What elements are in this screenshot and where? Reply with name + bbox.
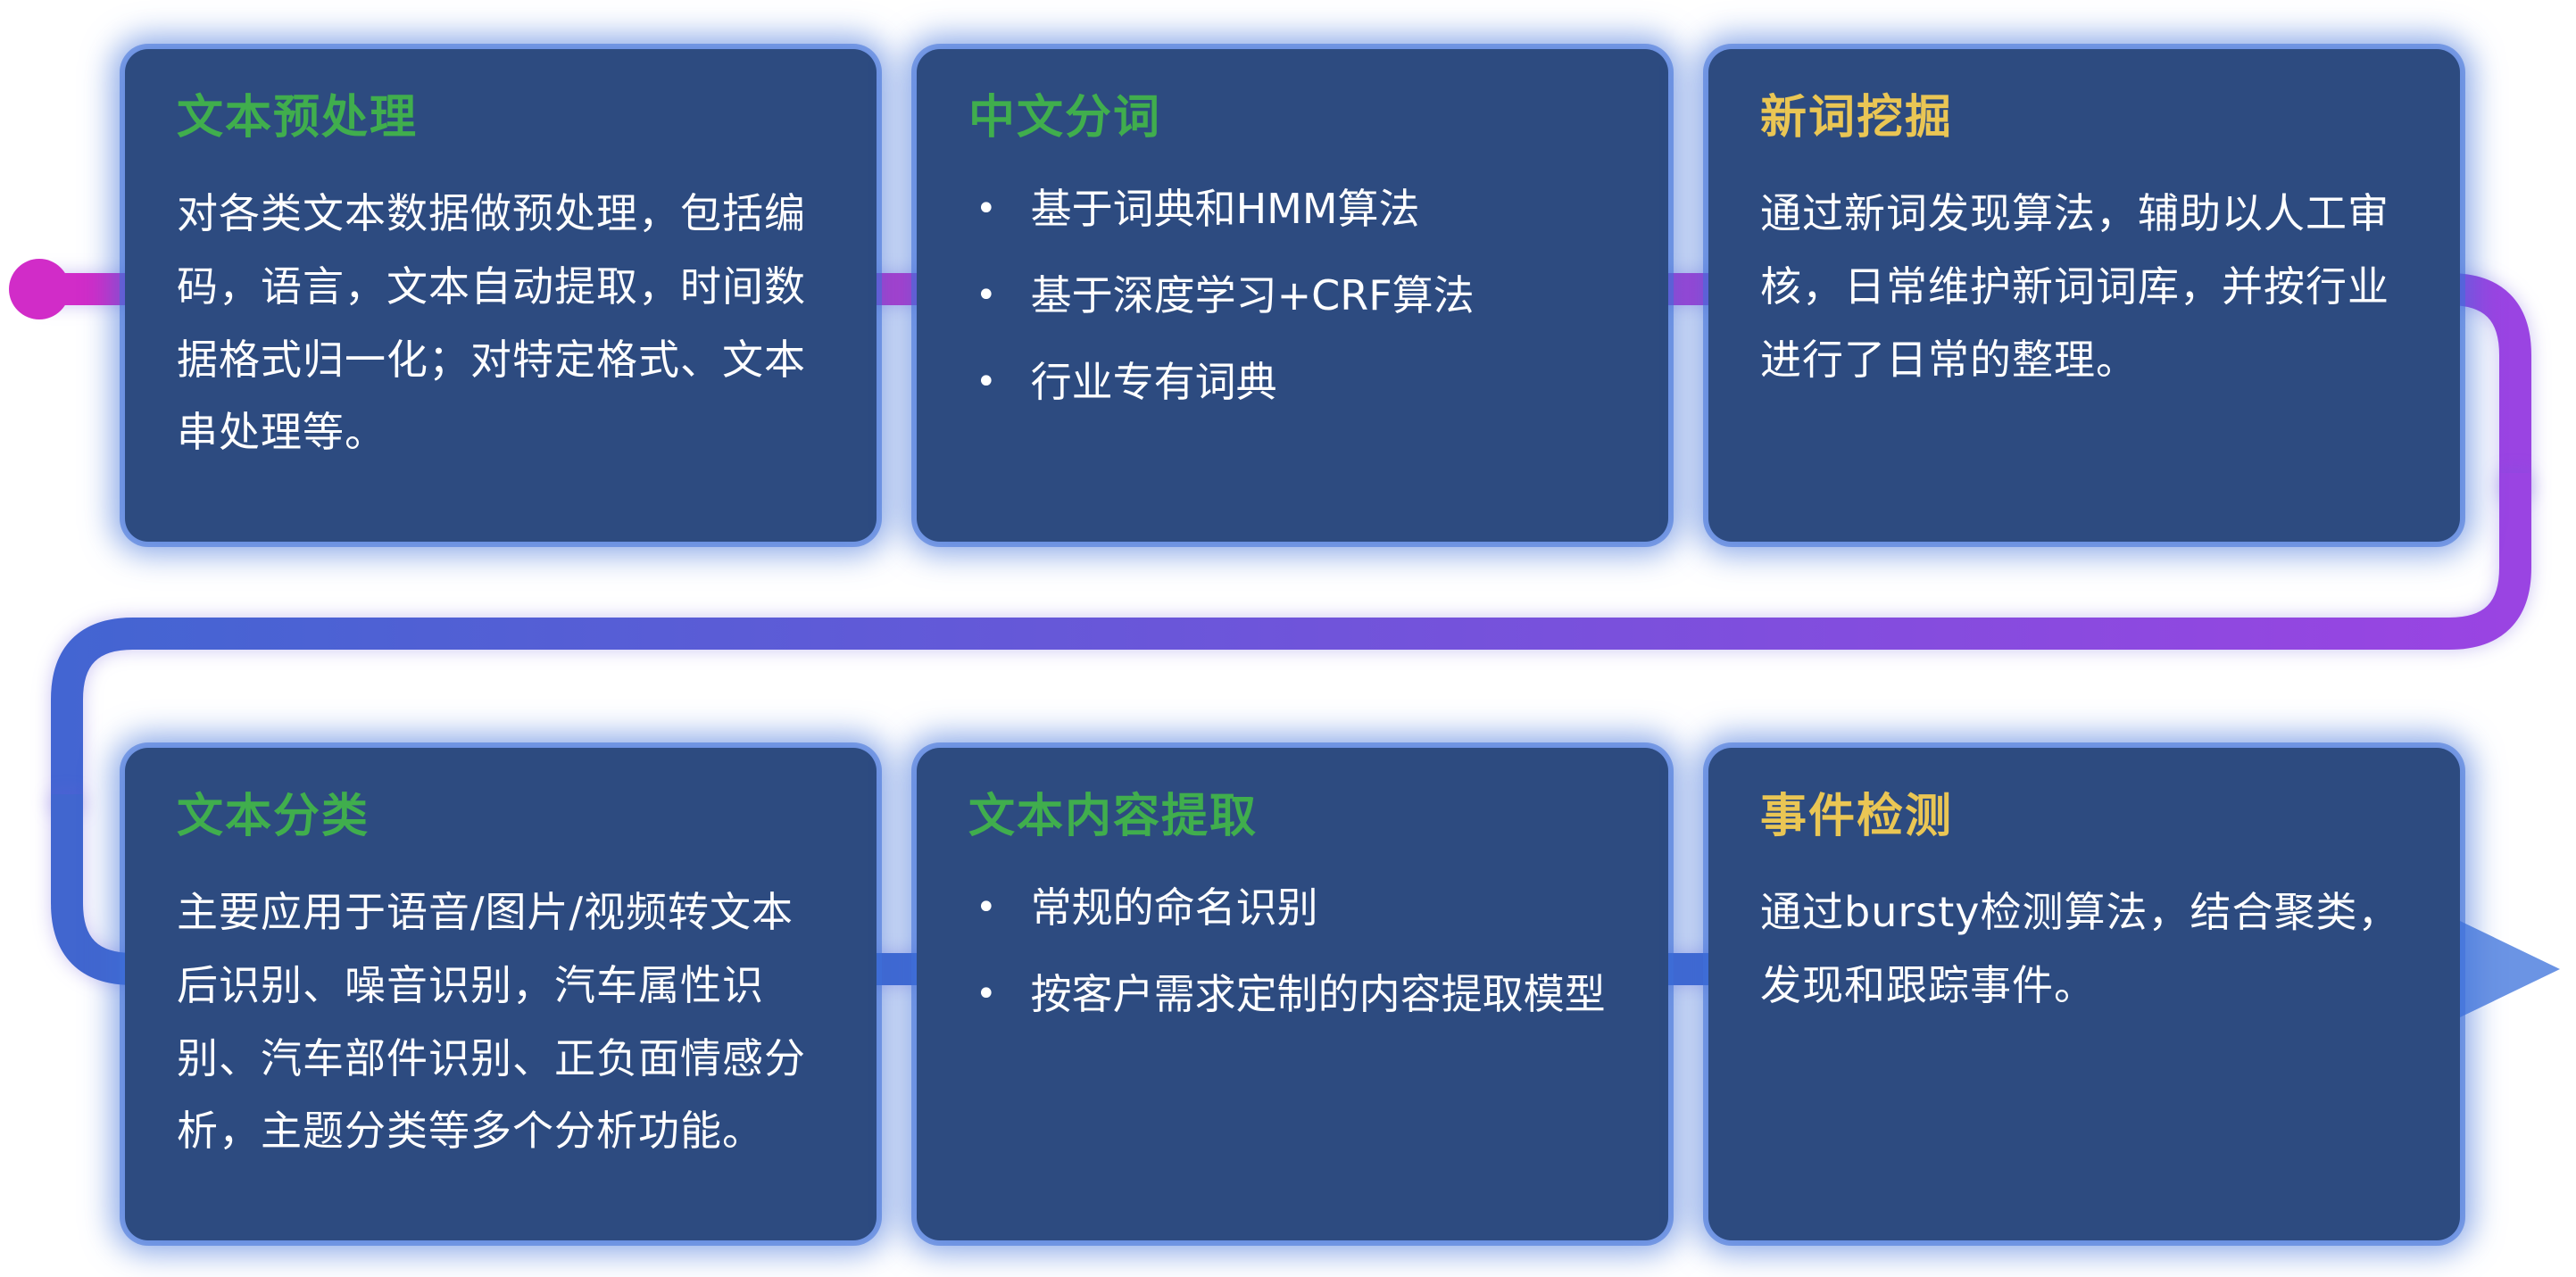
card-body: 通过新词发现算法，辅助以人工审核，日常维护新词词库，并按行业进行了日常的整理。 bbox=[1760, 188, 2389, 384]
card-title: 文本内容提取 bbox=[968, 790, 1259, 843]
bullet-item: 行业专有词典 bbox=[968, 351, 1620, 414]
card-body: 对各类文本数据做预处理，包括编码，语言，文本自动提取，时间数据格式归一化；对特定… bbox=[177, 188, 806, 457]
card-title: 文本预处理 bbox=[177, 91, 419, 145]
bullet-item: 基于深度学习+CRF算法 bbox=[968, 264, 1620, 328]
bullet-item: 基于词典和HMM算法 bbox=[968, 178, 1620, 241]
card-event-detection: 事件检测 通过bursty检测算法，结合聚类，发现和跟踪事件。 bbox=[1708, 748, 2460, 1240]
bullet-item: 按客户需求定制的内容提取模型 bbox=[968, 963, 1620, 1026]
card-title: 文本分类 bbox=[177, 790, 370, 843]
bullet-item: 常规的命名识别 bbox=[968, 876, 1620, 940]
card-title: 事件检测 bbox=[1760, 790, 1954, 843]
flow-segment-middle bbox=[51, 473, 2531, 812]
card-bullet-list: 基于词典和HMM算法 基于深度学习+CRF算法 行业专有词典 bbox=[968, 178, 1620, 415]
card-word-segmentation: 中文分词 基于词典和HMM算法 基于深度学习+CRF算法 行业专有词典 bbox=[917, 49, 1668, 542]
card-text-preprocessing: 文本预处理 对各类文本数据做预处理，包括编码，语言，文本自动提取，时间数据格式归… bbox=[125, 49, 877, 542]
card-body: 通过bursty检测算法，结合聚类，发现和跟踪事件。 bbox=[1760, 887, 2400, 1009]
card-new-word-mining: 新词挖掘 通过新词发现算法，辅助以人工审核，日常维护新词词库，并按行业进行了日常… bbox=[1708, 49, 2460, 542]
flow-end-arrow-icon bbox=[2460, 921, 2560, 1017]
card-body: 主要应用于语音/图片/视频转文本后识别、噪音识别，汽车属性识别、汽车部件识别、正… bbox=[177, 887, 806, 1156]
card-content-extraction: 文本内容提取 常规的命名识别 按客户需求定制的内容提取模型 bbox=[917, 748, 1668, 1240]
card-title: 新词挖掘 bbox=[1760, 91, 1954, 145]
card-bullet-list: 常规的命名识别 按客户需求定制的内容提取模型 bbox=[968, 876, 1620, 1027]
card-title: 中文分词 bbox=[968, 91, 1162, 145]
flow-start-dot bbox=[9, 259, 70, 319]
card-text-classification: 文本分类 主要应用于语音/图片/视频转文本后识别、噪音识别，汽车属性识别、汽车部… bbox=[125, 748, 877, 1240]
